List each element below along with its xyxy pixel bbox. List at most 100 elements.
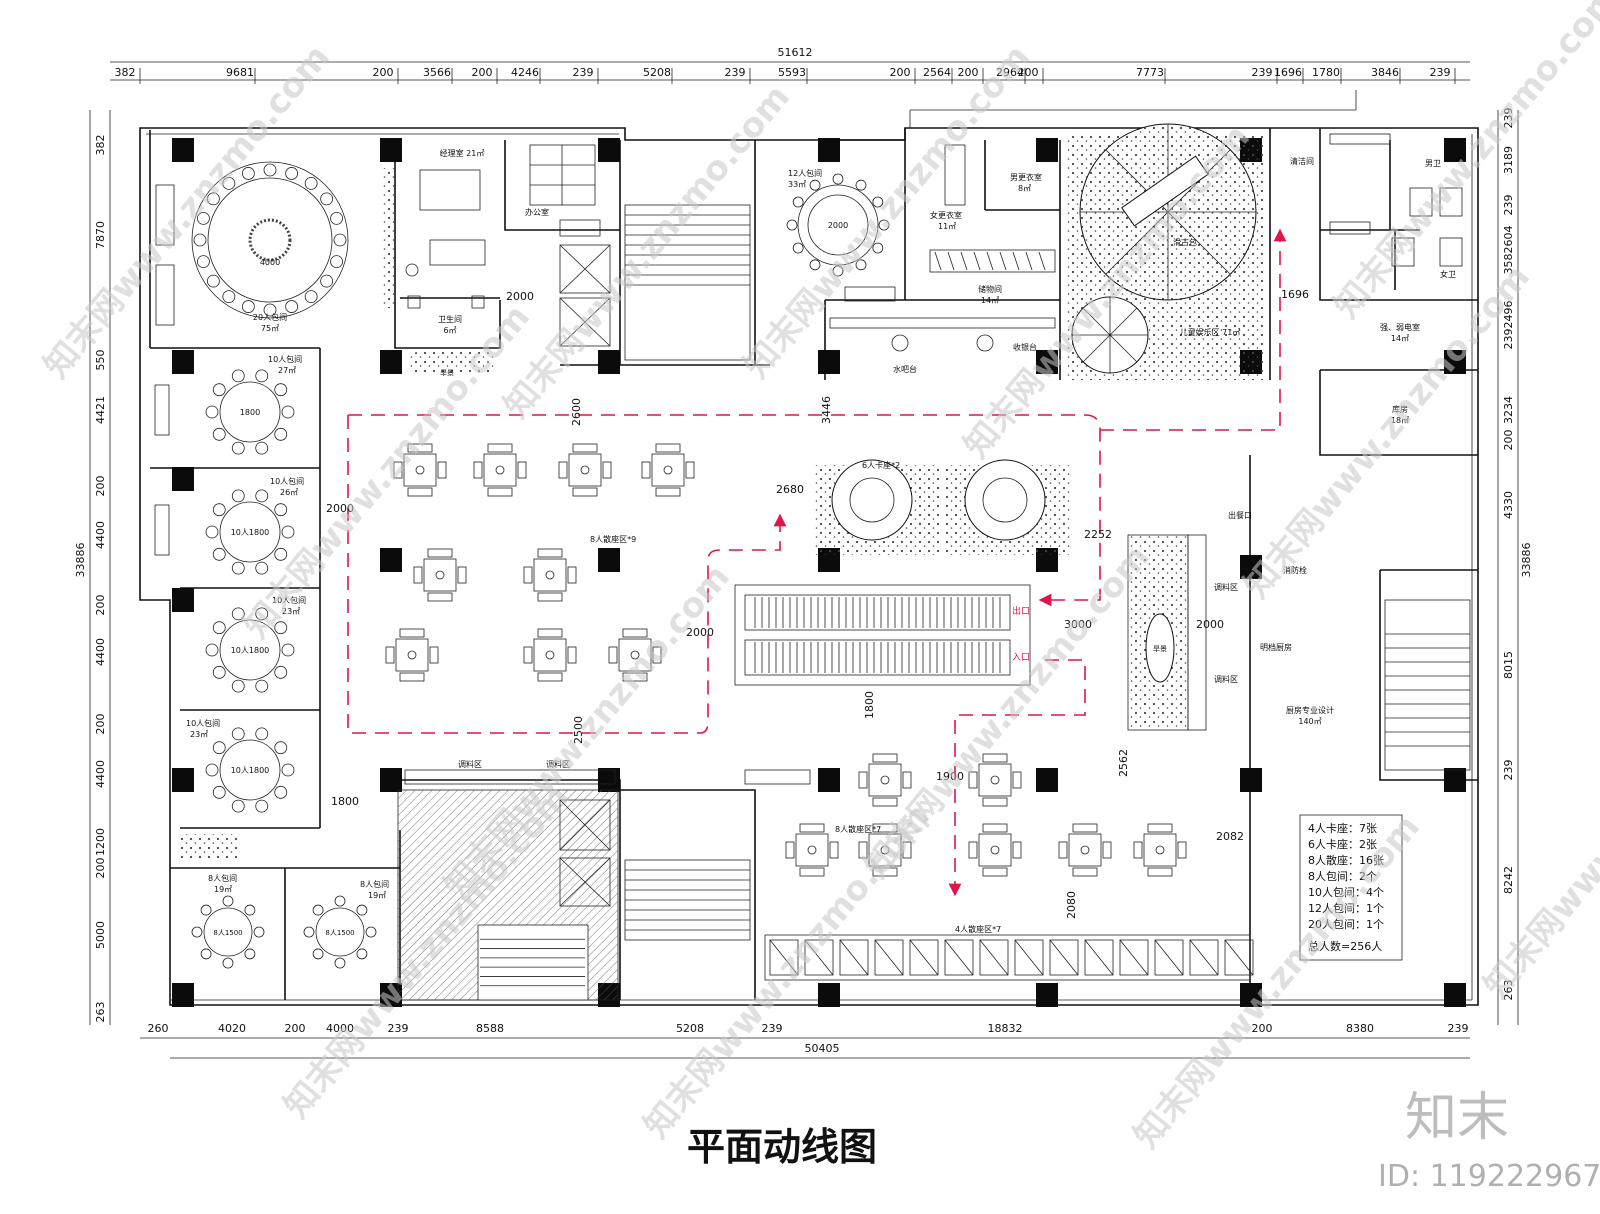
female-wc-label: 女卫 xyxy=(1440,269,1456,279)
table-center xyxy=(990,775,1000,785)
vip8-chairs xyxy=(191,895,377,969)
booth-seat-mark xyxy=(1189,939,1219,976)
chair xyxy=(334,895,346,907)
dim-top-value: 5208 xyxy=(643,66,671,79)
table-center xyxy=(415,465,425,475)
booth-seat xyxy=(944,939,974,976)
chair xyxy=(303,926,315,938)
vip12-name: 12人包间 xyxy=(788,168,822,178)
chair xyxy=(1102,841,1112,859)
dim-left-value: 4400 xyxy=(94,521,107,549)
chair xyxy=(385,646,395,664)
chair xyxy=(312,904,324,916)
female-locker-area: 11㎡ xyxy=(938,222,956,231)
table-center xyxy=(495,465,505,475)
toilet-label: 卫生间 xyxy=(438,314,462,324)
dining-table xyxy=(1068,833,1102,867)
chair xyxy=(244,904,256,916)
dim-internal-value: 1800 xyxy=(863,691,876,719)
chair xyxy=(263,163,277,177)
dim-left-value: 1200 xyxy=(94,828,107,856)
locker-hanger xyxy=(1012,251,1020,271)
chair xyxy=(537,672,563,682)
table-center xyxy=(807,845,817,855)
office-room: 办公室 xyxy=(525,144,601,237)
dim-internal-value: 2600 xyxy=(570,398,583,426)
dim-bottom-total: 50405 xyxy=(805,1042,840,1055)
locker-hanger xyxy=(934,251,942,271)
chair xyxy=(399,672,425,682)
dim-top-value: 2964 xyxy=(996,66,1024,79)
chair xyxy=(312,948,324,960)
chair xyxy=(274,503,288,517)
column xyxy=(380,768,402,792)
dim-top-value: 200 xyxy=(958,66,979,79)
chair xyxy=(206,192,220,206)
electrical-area: 14㎡ xyxy=(1391,334,1409,343)
column xyxy=(1240,983,1262,1007)
exit-label: 出口 xyxy=(1012,605,1030,617)
locker-hanger xyxy=(973,251,981,271)
chair xyxy=(191,926,203,938)
booth-seat-mark xyxy=(839,939,869,976)
summary-line: 4人卡座：7张 xyxy=(1308,821,1377,835)
chair xyxy=(334,957,346,969)
dim-right-value: 8242 xyxy=(1502,866,1515,894)
dim-bottom-value: 4020 xyxy=(218,1022,246,1035)
vip-room-10-b: 10人包间 26㎡ 10人1800 xyxy=(154,476,304,563)
chair xyxy=(212,427,226,441)
dim-internal-value: 1900 xyxy=(936,770,964,783)
seasoning-label-2: 调料区 xyxy=(1214,674,1238,684)
manager-room: 经理室 21㎡ 卫生间 6㎡ xyxy=(383,148,486,335)
table-size-4000: 4000 xyxy=(260,258,280,267)
dim-internal-value: 1696 xyxy=(1281,288,1309,301)
dining-table xyxy=(568,453,602,487)
chair xyxy=(212,741,226,755)
male-wc-label: 男卫 xyxy=(1425,159,1441,168)
locker-hanger xyxy=(1025,251,1033,271)
column xyxy=(818,768,840,792)
chair xyxy=(231,561,245,575)
chair xyxy=(231,607,245,621)
dining-table xyxy=(868,833,902,867)
column xyxy=(380,548,402,572)
vip8a-area: 19㎡ xyxy=(214,885,232,894)
dining-table xyxy=(978,763,1012,797)
chair xyxy=(1072,823,1098,833)
watermark-text: 知末网www.znzmo.com xyxy=(856,537,1158,886)
booth-seat xyxy=(1119,939,1149,976)
chair xyxy=(255,799,269,813)
vip10c-table: 10人1800 xyxy=(231,646,270,655)
chair xyxy=(255,727,269,741)
watermark-text: 知末网www.znzmo.com xyxy=(1126,807,1428,1156)
kids-area-label: 儿童娱乐区 71㎡ xyxy=(1180,327,1241,337)
chair xyxy=(872,867,898,877)
chair xyxy=(982,797,1008,807)
column xyxy=(818,983,840,1007)
booth-seat xyxy=(1014,939,1044,976)
chair xyxy=(1012,841,1022,859)
chair xyxy=(872,242,884,254)
dim-left-value: 200 xyxy=(94,595,107,616)
booth-seat xyxy=(1049,939,1079,976)
dim-bottom-value: 5208 xyxy=(676,1022,704,1035)
chair xyxy=(255,607,269,621)
chair xyxy=(255,489,269,503)
dim-right-total: 33886 xyxy=(1520,543,1533,578)
chair xyxy=(197,211,210,225)
dim-bottom-value: 200 xyxy=(285,1022,306,1035)
dim-right-value: 239 xyxy=(1502,108,1515,129)
dim-internal-value: 2082 xyxy=(1216,830,1244,843)
chair xyxy=(1147,867,1173,877)
vip10a-name: 10人包间 xyxy=(268,354,302,364)
chair xyxy=(792,196,804,208)
chair xyxy=(274,665,288,679)
summary-line: 总人数=256人 xyxy=(1308,939,1382,953)
dining-table xyxy=(1143,833,1177,867)
chair xyxy=(427,548,453,558)
column xyxy=(598,138,620,162)
chair xyxy=(197,255,210,269)
chair xyxy=(1177,841,1187,859)
chair xyxy=(274,383,288,397)
